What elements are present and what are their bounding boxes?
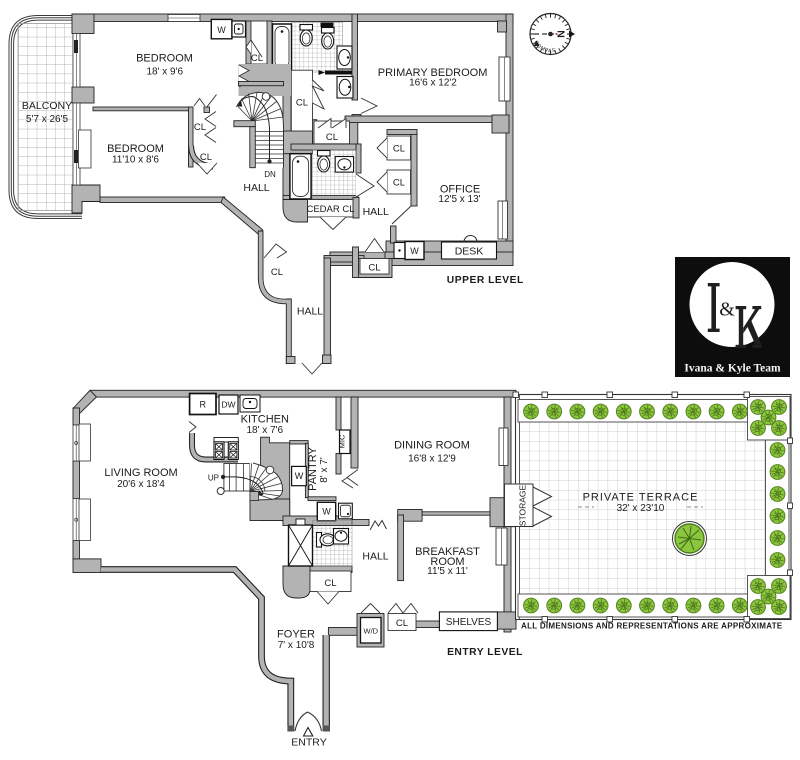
svg-text:CL: CL xyxy=(393,178,405,189)
svg-text:CL: CL xyxy=(393,144,405,155)
svg-text:CL: CL xyxy=(194,122,206,133)
svg-text:HALL: HALL xyxy=(362,551,388,563)
svg-text:CL: CL xyxy=(368,263,380,274)
svg-text:BREAKFAST: BREAKFAST xyxy=(415,546,480,558)
svg-text:32' x 23'10: 32' x 23'10 xyxy=(617,503,665,514)
svg-text:CL: CL xyxy=(396,618,408,629)
svg-text:W: W xyxy=(295,471,304,481)
svg-text:DESK: DESK xyxy=(455,246,484,258)
svg-text:FOYER: FOYER xyxy=(277,629,315,641)
svg-text:BEDROOM: BEDROOM xyxy=(107,143,164,155)
svg-text:CL: CL xyxy=(296,98,308,109)
svg-text:12'5 x 13': 12'5 x 13' xyxy=(438,194,480,205)
svg-text:18' x 7'6: 18' x 7'6 xyxy=(246,425,283,436)
svg-text:HALL: HALL xyxy=(243,182,269,194)
svg-text:18' x 9'6: 18' x 9'6 xyxy=(146,67,183,78)
svg-text:UPPER LEVEL: UPPER LEVEL xyxy=(447,275,524,286)
svg-text:CL: CL xyxy=(251,53,263,64)
svg-text:PANTRY: PANTRY xyxy=(307,447,319,491)
svg-text:HALL: HALL xyxy=(363,206,389,218)
svg-text:Ivana & Kyle Team: Ivana & Kyle Team xyxy=(684,363,781,375)
svg-text:CL: CL xyxy=(324,578,336,589)
svg-text:KITCHEN: KITCHEN xyxy=(241,414,289,426)
svg-text:&: & xyxy=(719,299,735,321)
svg-text:SHELVES: SHELVES xyxy=(446,617,492,628)
svg-text:W: W xyxy=(410,246,419,256)
svg-text:CEDAR CL: CEDAR CL xyxy=(306,204,354,215)
svg-text:DN: DN xyxy=(264,170,276,179)
svg-text:ALL DIMENSIONS AND REPRESENTAT: ALL DIMENSIONS AND REPRESENTATIONS ARE A… xyxy=(521,622,783,631)
svg-text:PRIVATE TERRACE: PRIVATE TERRACE xyxy=(583,492,699,504)
svg-text:8' x 7': 8' x 7' xyxy=(319,457,330,483)
svg-text:N: N xyxy=(555,30,567,38)
svg-text:11'5 x 11': 11'5 x 11' xyxy=(427,566,468,577)
svg-text:7' x 10'8: 7' x 10'8 xyxy=(278,640,315,651)
svg-text:BALCONY: BALCONY xyxy=(22,100,72,112)
svg-text:5'7 x 26'5: 5'7 x 26'5 xyxy=(26,114,69,125)
svg-text:LIVING ROOM: LIVING ROOM xyxy=(104,467,177,479)
svg-text:CL: CL xyxy=(200,152,212,163)
svg-text:ROOM: ROOM xyxy=(430,556,464,568)
svg-text:W/D: W/D xyxy=(364,627,379,636)
svg-text:STORAGE: STORAGE xyxy=(518,484,528,526)
svg-text:11'10 x 8'6: 11'10 x 8'6 xyxy=(112,154,159,165)
svg-text:UP: UP xyxy=(208,474,219,483)
svg-text:DINING ROOM: DINING ROOM xyxy=(394,440,470,452)
svg-text:CL: CL xyxy=(271,267,283,278)
svg-text:CL: CL xyxy=(326,132,338,143)
svg-text:MIC: MIC xyxy=(338,434,347,448)
svg-text:OFFICE: OFFICE xyxy=(440,183,480,195)
svg-text:W: W xyxy=(217,25,226,35)
svg-text:16'8 x 12'9: 16'8 x 12'9 xyxy=(408,454,456,465)
svg-text:R: R xyxy=(200,400,207,410)
svg-text:ENTRY: ENTRY xyxy=(291,737,326,749)
svg-text:BEDROOM: BEDROOM xyxy=(136,53,193,65)
svg-text:W: W xyxy=(322,507,331,517)
svg-text:ENTRY LEVEL: ENTRY LEVEL xyxy=(447,647,523,658)
svg-text:DW: DW xyxy=(221,400,235,410)
svg-text:16'6 x 12'2: 16'6 x 12'2 xyxy=(409,78,457,89)
svg-text:20'6 x 18'4: 20'6 x 18'4 xyxy=(117,479,165,490)
svg-text:PRIMARY BEDROOM: PRIMARY BEDROOM xyxy=(378,67,488,79)
svg-text:HALL: HALL xyxy=(297,306,323,318)
